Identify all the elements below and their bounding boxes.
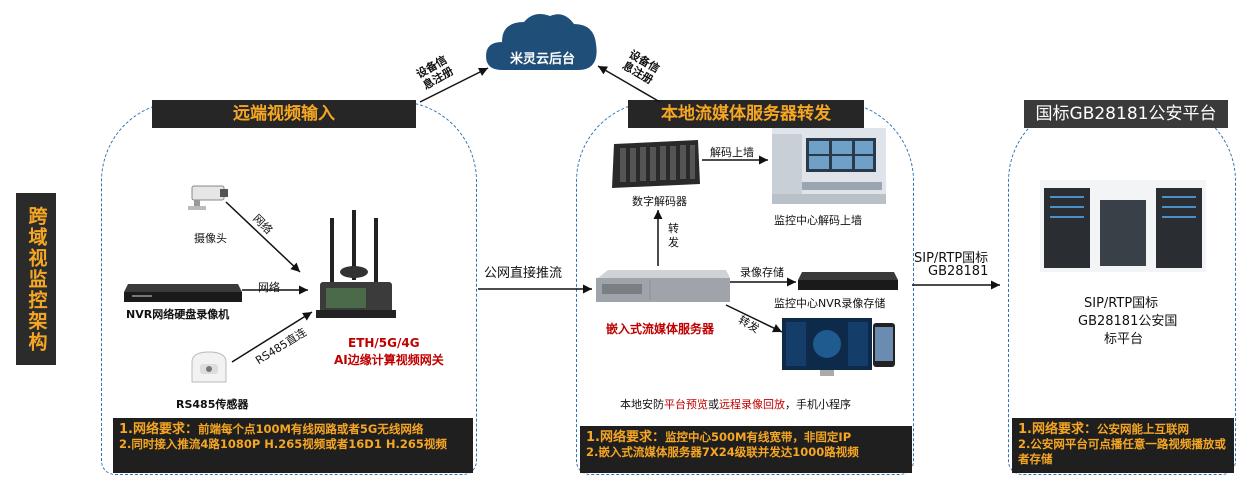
mobile-or: 或 — [708, 398, 719, 411]
mobile-playback: 远程录像回放 — [719, 398, 785, 411]
cloud-icon — [486, 14, 597, 70]
side-title: 跨域视监控架构 — [16, 193, 56, 365]
remote-note-line2: 2.同时接入推流4路1080P H.265视频或者16D1 H.265视频 — [119, 437, 447, 451]
cloud-label: 米灵云后台 — [510, 52, 576, 67]
gb-note-line2: 2.公安网平台可点播任意一路视频播放或者存储 — [1018, 437, 1226, 466]
wall-label: 监控中心解码上墙 — [774, 214, 862, 227]
gateway-line1: ETH/5G/4G — [348, 336, 420, 350]
sip-label-line1: SIP/RTP国标 — [914, 251, 989, 266]
sensor-label: RS485传感器 — [176, 398, 249, 411]
mobile-line: 本地安防平台预览或远程录像回放，手机小程序 — [620, 396, 851, 412]
sensor-icon — [191, 351, 227, 383]
gb-desc-line1: SIP/RTP国标 — [1084, 296, 1159, 311]
sip-label-line2: GB28181 — [928, 264, 989, 279]
local-note-line1: 监控中心500M有线宽带，非固定IP — [664, 430, 852, 444]
mobile-suffix: ，手机小程序 — [785, 398, 851, 411]
nvr-icon — [124, 284, 242, 302]
record-link-label: 录像存储 — [740, 266, 784, 279]
gb-note: 1.网络要求：公安网能上互联网 2.公安网平台可点播任意一路视频播放或者存储 — [1012, 418, 1234, 473]
nvr-link-label: 网络 — [258, 281, 280, 294]
remote-note-head: 1.网络要求： — [119, 422, 198, 437]
server-icon — [596, 270, 730, 302]
nvr-store-label: 监控中心NVR录像存储 — [774, 297, 886, 310]
gb-note-head: 1.网络要求： — [1018, 422, 1097, 437]
camera-label: 摄像头 — [194, 232, 227, 245]
decoder-label: 数字解码器 — [632, 195, 687, 208]
mobile-preview: 平台预览 — [664, 398, 708, 411]
panel-gb-title: 国标GB28181公安平台 — [1024, 100, 1228, 128]
local-note: 1.网络要求：监控中心500M有线宽带，非固定IP 2.嵌入式流媒体服务器7X2… — [580, 426, 912, 473]
local-note-head: 1.网络要求： — [586, 430, 665, 445]
panel-remote-title: 远端视频输入 — [152, 100, 416, 128]
server-label: 嵌入式流媒体服务器 — [606, 322, 715, 336]
mobile-prefix: 本地安防 — [620, 398, 664, 411]
decode-wall-link: 解码上墙 — [710, 146, 754, 159]
local-note-line2: 2.嵌入式流媒体服务器7X24级联并发达1000路视频 — [586, 445, 859, 459]
phone-icon — [873, 323, 895, 367]
panel-local-title: 本地流媒体服务器转发 — [628, 100, 864, 128]
gb-desc-line2: GB28181公安国 — [1078, 314, 1178, 329]
gb-note-line1: 公安网能上互联网 — [1096, 422, 1189, 436]
dashboard-image — [782, 318, 872, 376]
gateway-line2: AI边缘计算视频网关 — [334, 353, 444, 367]
push-label: 公网直接推流 — [484, 266, 563, 281]
nvr-store-icon — [798, 272, 898, 290]
gateway-icon — [316, 210, 396, 318]
control-room-image — [772, 128, 886, 204]
datacenter-image — [1040, 180, 1206, 272]
camera-icon — [188, 185, 228, 210]
remote-note: 1.网络要求：前端每个点100M有线网路或者5G无线网络 2.同时接入推流4路1… — [113, 418, 473, 473]
forward-up-label: 转发 — [668, 222, 679, 249]
gb-desc-line3: 标平台 — [1104, 332, 1144, 347]
remote-note-line1: 前端每个点100M有线网路或者5G无线网络 — [197, 422, 424, 436]
decoder-icon — [612, 140, 700, 188]
nvr-label: NVR网络硬盘录像机 — [126, 308, 230, 321]
